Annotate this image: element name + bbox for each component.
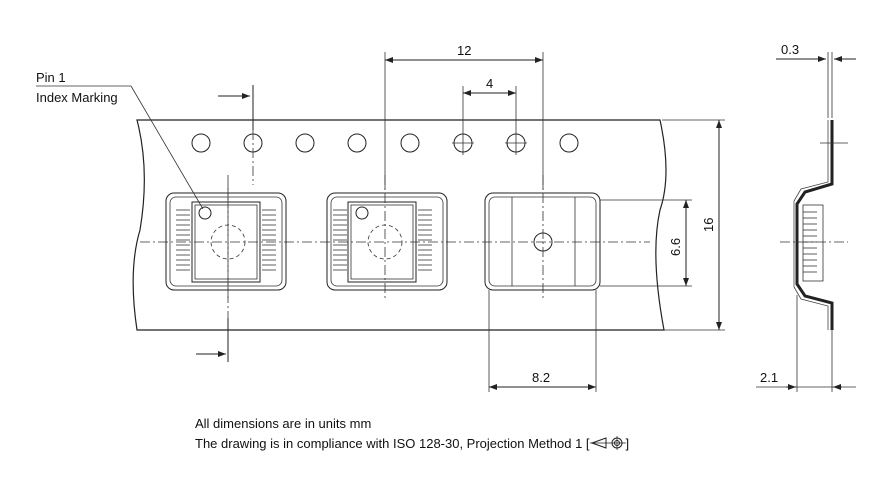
dim-4-value: 4 — [486, 76, 493, 91]
dim-16-value: 16 — [701, 218, 716, 232]
pin1-label: Pin 1 — [36, 70, 66, 85]
dim-2-1 — [756, 295, 856, 392]
dim-12-value: 12 — [457, 43, 471, 58]
drawing-notes: All dimensions are in units mm The drawi… — [195, 414, 629, 454]
dim-8-2 — [488, 290, 597, 392]
dim-0-3-value: 0.3 — [781, 42, 799, 57]
dim-6-6-value: 6.6 — [668, 238, 683, 256]
dim-6-6 — [600, 199, 692, 287]
dim-16 — [662, 119, 725, 331]
index-marking-label: Index Marking — [36, 90, 118, 105]
dim-2-1-value: 2.1 — [760, 370, 778, 385]
iso-note: The drawing is in compliance with ISO 12… — [195, 434, 629, 454]
carrier-tape-outline — [132, 119, 667, 331]
pocket-2 — [326, 192, 448, 291]
units-note: All dimensions are in units mm — [195, 416, 372, 431]
iso-note-text: The drawing is in compliance with ISO 12… — [195, 436, 590, 451]
section-marker — [196, 85, 254, 362]
pocket-1 — [165, 192, 287, 291]
pin1-leader — [36, 85, 204, 210]
iso-note-close: ] — [625, 436, 630, 451]
dim-0-3 — [776, 52, 856, 118]
dim-4 — [462, 86, 517, 155]
dim-8-2-value: 8.2 — [532, 370, 550, 385]
side-view-profile — [780, 120, 848, 330]
dim-12 — [384, 52, 544, 190]
projection-method-icon — [589, 436, 626, 450]
